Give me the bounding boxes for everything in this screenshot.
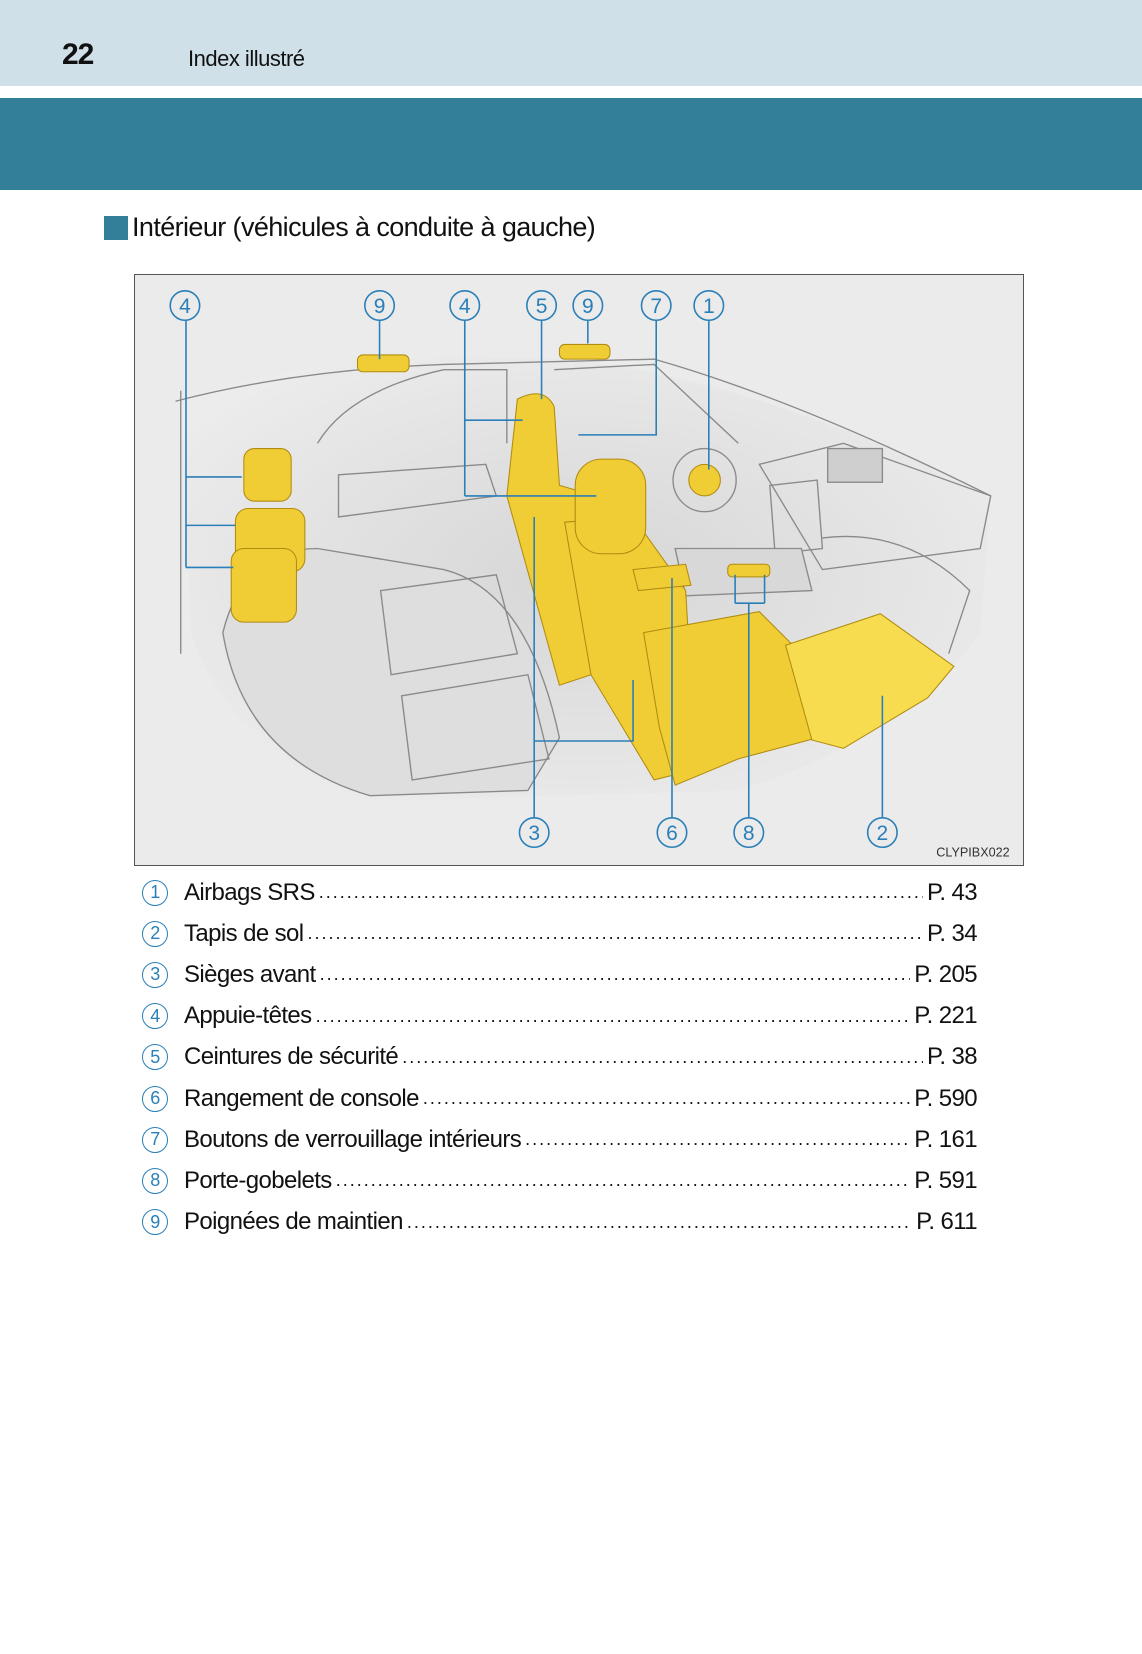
item-number: 2 <box>142 920 168 947</box>
item-number: 9 <box>142 1209 168 1236</box>
item-number: 6 <box>142 1085 168 1112</box>
item-number: 1 <box>142 879 168 906</box>
item-number: 3 <box>142 961 168 988</box>
dot-leader <box>402 1047 923 1068</box>
grab-handle-front <box>558 343 611 360</box>
callout-2: 2 <box>866 817 898 849</box>
heading-square-icon <box>104 215 128 240</box>
item-number: 7 <box>142 1126 168 1153</box>
page-ref: P. 590 <box>914 1084 977 1112</box>
dot-leader <box>423 1088 910 1109</box>
svg-text:9: 9 <box>374 295 386 318</box>
dot-leader <box>320 964 911 985</box>
steering-airbag <box>688 463 721 497</box>
section-title: Index illustré <box>188 46 305 71</box>
highlighted-parts <box>230 343 955 786</box>
callout-5: 5 <box>526 289 558 322</box>
car-outline-lines <box>175 358 992 797</box>
dot-leader <box>316 1006 911 1027</box>
dot-leader <box>319 882 923 903</box>
callout-7: 7 <box>640 289 672 322</box>
callout-4b: 4 <box>449 289 481 322</box>
interior-illustration: 4 9 4 5 9 7 1 3 6 8 2 CLYPIBX022 <box>134 274 1024 866</box>
page-ref: P. 38 <box>927 1043 978 1071</box>
dot-leader <box>308 923 924 944</box>
svg-text:5: 5 <box>536 295 548 318</box>
console-lid <box>632 563 692 592</box>
dot-leader <box>407 1212 912 1233</box>
page-ref: P. 205 <box>914 960 977 988</box>
svg-text:7: 7 <box>650 295 662 318</box>
item-number: 5 <box>142 1044 168 1071</box>
section-heading: Intérieur (véhicules à conduite à gauche… <box>104 212 596 243</box>
grab-handle-rear <box>356 354 410 373</box>
figure-code: CLYPIBX022 <box>936 846 1009 860</box>
page-ref: P. 611 <box>916 1208 978 1236</box>
driver-headrest <box>574 458 647 555</box>
callout-9b: 9 <box>572 289 604 322</box>
passenger-seat <box>506 393 597 686</box>
page-number: 22 <box>62 38 94 71</box>
interior-drawing: 4 9 4 5 9 7 1 3 6 8 2 CLYPIBX022 <box>135 275 1023 865</box>
rear-headrest-3 <box>230 547 297 623</box>
page-ref: P. 43 <box>927 878 978 906</box>
cup-holders <box>727 563 771 578</box>
callout-4a: 4 <box>169 289 201 322</box>
page-ref: P. 34 <box>927 919 978 947</box>
svg-text:9: 9 <box>582 295 594 318</box>
svg-text:2: 2 <box>877 822 889 845</box>
svg-text:4: 4 <box>459 295 471 318</box>
page-ref: P. 161 <box>914 1125 977 1153</box>
item-number: 4 <box>142 1003 168 1030</box>
dot-leader <box>525 1129 910 1150</box>
svg-text:8: 8 <box>743 822 755 845</box>
chapter-band <box>0 98 1142 190</box>
callout-9a: 9 <box>364 289 396 322</box>
callout-6: 6 <box>656 817 688 849</box>
floor-mat <box>784 613 955 749</box>
leader-lines <box>185 320 884 818</box>
svg-text:6: 6 <box>666 822 678 845</box>
svg-text:4: 4 <box>179 295 191 318</box>
page-ref: P. 221 <box>914 1002 977 1030</box>
dot-leader <box>336 1170 911 1191</box>
heading-text: Intérieur (véhicules à conduite à gauche… <box>132 212 596 242</box>
page-ref: P. 591 <box>914 1166 977 1194</box>
callout-8: 8 <box>733 817 765 849</box>
callout-3: 3 <box>518 817 550 849</box>
svg-text:3: 3 <box>528 822 540 845</box>
callout-1: 1 <box>693 289 725 322</box>
item-number: 8 <box>142 1167 168 1194</box>
driver-seat-cushion <box>642 611 823 786</box>
svg-text:1: 1 <box>703 295 715 318</box>
rear-headrest-1 <box>243 448 292 502</box>
header-band <box>0 0 1142 86</box>
